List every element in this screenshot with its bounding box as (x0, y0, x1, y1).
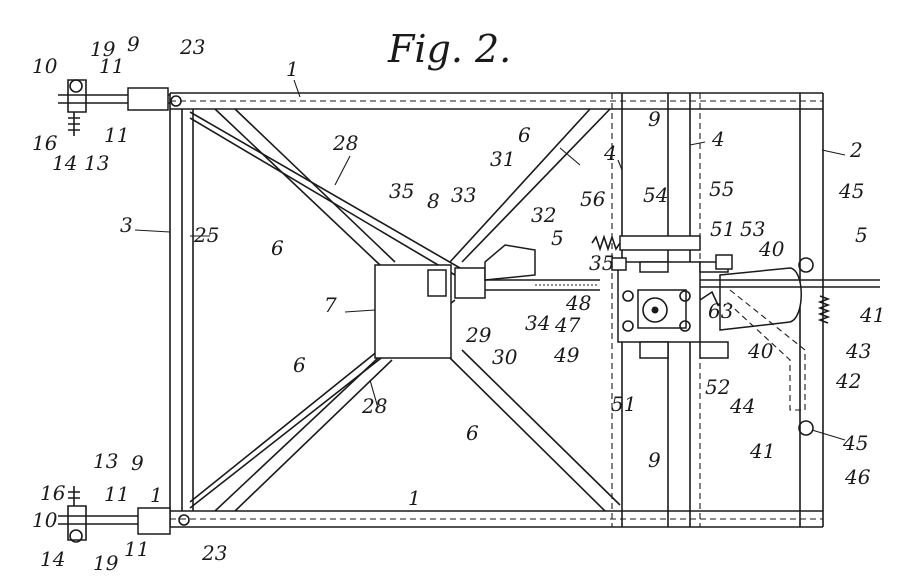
label-52: 52 (705, 375, 730, 399)
label-33: 33 (451, 183, 476, 207)
label-11-d: 11 (124, 537, 149, 561)
label-19-top: 19 (90, 37, 116, 61)
label-48: 48 (565, 291, 591, 315)
label-28-bottom: 28 (361, 394, 387, 418)
right-end-member (800, 93, 823, 527)
left-cross-member (170, 93, 193, 527)
label-51-bottom: 51 (611, 392, 636, 416)
label-13-top: 13 (84, 151, 109, 175)
label-16-bottom: 16 (40, 481, 66, 505)
label-11-c: 11 (104, 482, 129, 506)
label-31: 31 (490, 147, 515, 171)
label-11-b: 11 (104, 123, 129, 147)
label-23-top: 23 (179, 35, 205, 59)
label-9-bottom: 9 (131, 451, 144, 475)
label-2: 2 (849, 138, 863, 162)
pivot-bolt-bottom (179, 515, 189, 525)
label-6-a: 6 (518, 123, 531, 147)
label-10-bottom: 10 (32, 508, 58, 532)
label-8: 8 (427, 189, 440, 213)
label-43: 43 (845, 339, 871, 363)
label-7: 7 (324, 293, 337, 317)
bottom-rail (170, 511, 823, 527)
label-56: 56 (580, 187, 606, 211)
label-3: 3 (120, 213, 133, 237)
label-45-top: 45 (838, 179, 864, 203)
label-16-top: 16 (32, 131, 58, 155)
spring (592, 236, 700, 250)
label-47: 47 (554, 313, 581, 337)
label-10-top: 10 (32, 54, 58, 78)
label-5-right: 5 (855, 223, 868, 247)
label-9-top: 9 (127, 32, 140, 56)
label-6-d: 6 (466, 421, 479, 445)
label-49: 49 (553, 343, 580, 367)
label-6-c: 6 (293, 353, 306, 377)
label-45-bottom: 45 (842, 431, 868, 455)
label-6-b: 6 (271, 236, 284, 260)
top-rail (170, 93, 823, 109)
label-55: 55 (709, 177, 734, 201)
label-19-bottom: 19 (93, 551, 119, 575)
label-63: 63 (708, 299, 733, 323)
label-51-top: 51 (710, 217, 735, 241)
label-1-hitch: 1 (150, 483, 163, 507)
label-41-dashed: 41 (749, 439, 775, 463)
label-54: 54 (643, 183, 668, 207)
label-41: 41 (859, 303, 885, 327)
label-9-section-bottom: 9 (648, 448, 661, 472)
label-53: 53 (740, 217, 765, 241)
label-23-bottom: 23 (201, 541, 227, 565)
label-30: 30 (492, 345, 518, 369)
label-9-section-top: 9 (648, 107, 661, 131)
label-40-dashed: 40 (747, 339, 774, 363)
label-4-right: 4 (711, 127, 725, 151)
label-28-top: 28 (332, 131, 358, 155)
figure-title: Fig. 2. (387, 27, 511, 71)
label-35-left: 35 (389, 179, 414, 203)
label-25: 25 (193, 223, 219, 247)
label-14-bottom: 14 (40, 547, 65, 571)
label-5-left: 5 (551, 226, 564, 250)
label-29: 29 (465, 323, 492, 347)
label-34: 34 (525, 311, 550, 335)
label-1-top: 1 (286, 57, 299, 81)
label-42: 42 (835, 369, 861, 393)
label-32: 32 (531, 203, 556, 227)
label-35-right: 35 (589, 251, 614, 275)
label-46: 46 (844, 465, 871, 489)
label-1-bottom: 1 (408, 486, 421, 510)
label-44: 44 (729, 394, 755, 418)
label-13-bottom: 13 (93, 449, 118, 473)
label-4-left: 4 (603, 141, 617, 165)
